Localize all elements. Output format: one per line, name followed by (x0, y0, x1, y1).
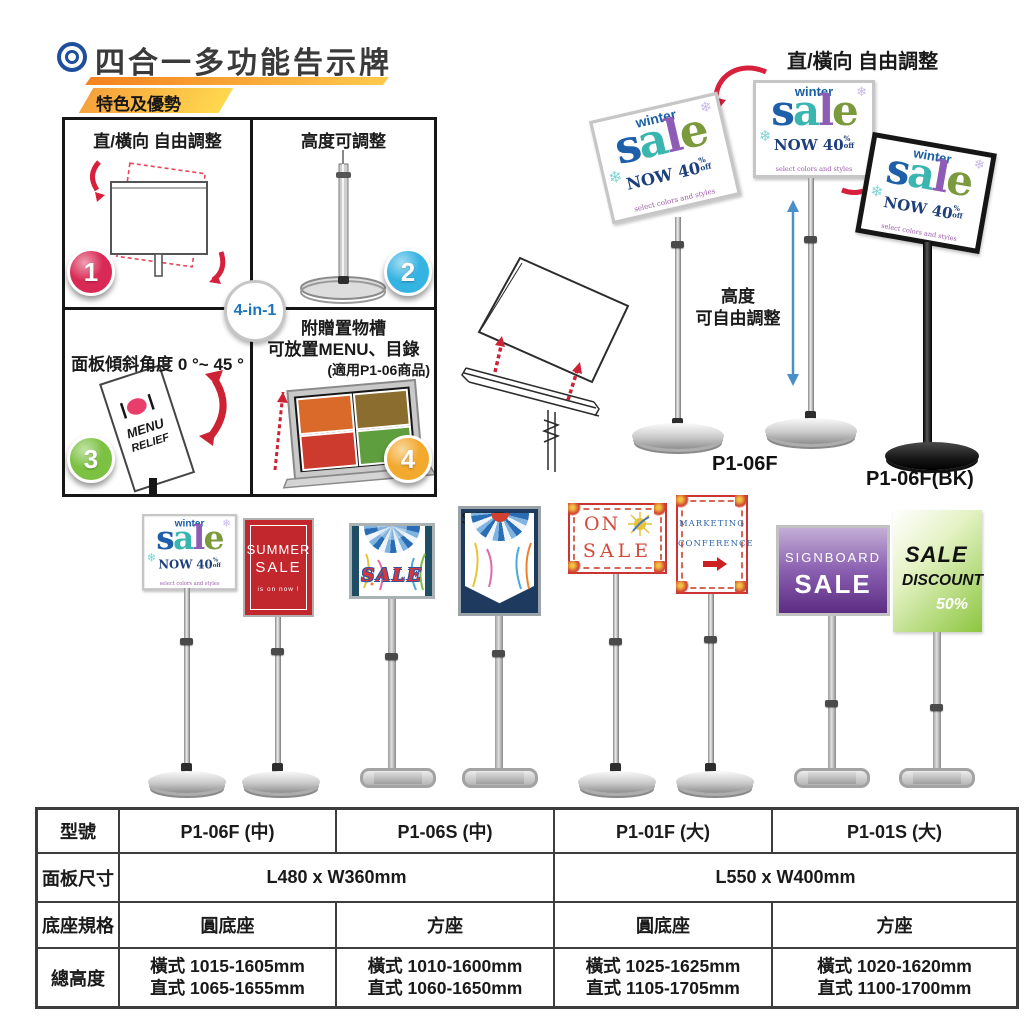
row-label-model: 型號 (38, 810, 120, 854)
orientation-diagram (90, 160, 226, 284)
feature-1-badge: 1 (67, 248, 115, 296)
features-tag: 特色及優勢 (96, 95, 181, 114)
marketing-conference-sign: MARKETING CONFERENCE (676, 495, 753, 594)
height-pole-diagram (300, 150, 386, 304)
round-base (148, 771, 226, 793)
title-underline (85, 77, 389, 85)
stand-pole (675, 217, 681, 427)
feature-2-badge: 2 (384, 248, 432, 296)
spec-cell: P1-06S (中) (337, 810, 555, 854)
row-label-base-spec: 底座規格 (38, 903, 120, 949)
spec-cell: L550 x W400mm (555, 854, 1016, 903)
feature-2-label: 高度可調整 (301, 132, 386, 151)
feature-cell-height: 高度可調整 (253, 120, 434, 310)
spec-table: 型號 P1-06F (中) P1-06S (中) P1-01F (大) P1-0… (35, 807, 1019, 1009)
signboard-sale-sign: SIGNBOARD SALE (776, 525, 890, 616)
spec-cell: L480 x W360mm (120, 854, 555, 903)
stand-p1-06f-tilted: winter sale NOW 40%off select colors and… (588, 91, 760, 485)
summer-sale-sign: SUMMER SALE is on now ! (243, 518, 314, 617)
spec-cell: P1-01F (大) (555, 810, 773, 854)
round-base (632, 423, 724, 449)
feature-cell-tilt: 面板傾斜角度 0 °~ 45 ° MENU RELIEF (65, 310, 253, 494)
row-label-total-height: 總高度 (38, 949, 120, 1006)
round-base (765, 418, 857, 444)
page-title: 四合一多功能告示牌 (95, 47, 392, 80)
spec-cell: P1-06F (中) (120, 810, 337, 854)
square-base (899, 768, 975, 788)
spec-cell: 方座 (773, 903, 1016, 949)
snowflake-icon: ❄ (856, 84, 867, 99)
arrow-right-icon (703, 557, 727, 571)
round-base-black (885, 442, 979, 470)
stand-p1-06f-bk: winter sale NOW 40%off select colors and… (855, 130, 1005, 500)
round-base (578, 771, 656, 793)
height-adjust-arrow-icon (787, 200, 799, 386)
spec-cell: 圓底座 (120, 903, 337, 949)
feature-3-badge: 3 (67, 435, 115, 483)
firework-icon (628, 512, 652, 536)
feature-4-label-line2: 可放置MENU、目錄 (267, 340, 420, 359)
height-clamp (804, 236, 817, 243)
feature-4-label-line1: 附贈置物槽 (301, 319, 386, 338)
title-emblem-icon (57, 42, 87, 72)
stand-pole (808, 178, 814, 420)
sale-banner-sign: SALE (349, 523, 435, 599)
square-base (794, 768, 870, 788)
winter-sale-sign: winter sale NOW 40%off select colors and… (753, 80, 875, 178)
spec-cell: P1-01S (大) (773, 810, 1016, 854)
snowflake-icon: ❄ (759, 128, 772, 145)
spec-cell: 圓底座 (555, 903, 773, 949)
model-label-p1-06f-bk: P1-06F(BK) (866, 468, 974, 490)
height-clamp (671, 241, 684, 248)
on-sale-sign: ON SALE (568, 503, 667, 574)
row-label-panel-size: 面板尺寸 (38, 854, 120, 903)
winter-sale-sign: winter sale NOW 40%off select colors and… (588, 91, 742, 225)
spec-cell: 方座 (337, 903, 555, 949)
snowflake-icon: ❄ (222, 517, 231, 529)
height-adjust-label: 高度 可自由調整 (695, 287, 781, 329)
winter-sale-sign: winter sale NOW 40%off select colors and… (142, 514, 238, 591)
feature-3-label: 面板傾斜角度 0 °~ 45 ° (71, 355, 244, 374)
four-in-one-badge: 4-in-1 (224, 280, 286, 342)
streamers (363, 553, 426, 591)
feature-grid: 直/橫向 自由調整 高度可調整 (62, 117, 437, 497)
square-base (462, 768, 538, 788)
feature-1-label: 直/橫向 自由調整 (93, 132, 222, 151)
feature-4-badge: 4 (384, 435, 432, 483)
feature-cell-orientation: 直/橫向 自由調整 (65, 120, 253, 310)
snowflake-icon: ❄ (146, 551, 157, 565)
stand-p1-06f-upright: winter sale NOW 40%off select colors and… (750, 78, 875, 468)
square-base (360, 768, 436, 788)
round-base (676, 771, 754, 793)
winter-sale-sign: winter sale NOW 40%off select colors and… (855, 131, 997, 255)
round-base (242, 771, 320, 793)
streamers (472, 542, 532, 590)
tray-wireframe-sketch (461, 256, 630, 472)
feature-4-note: (適用P1-06商品) (327, 362, 430, 378)
sale-discount-sign: SALE DISCOUNT 50% (893, 510, 983, 632)
model-label-p1-06f: P1-06F (712, 453, 778, 475)
stand-pole (923, 242, 932, 450)
sale-pennant-sign: SALE (458, 506, 541, 616)
tilt-board-diagram: MENU RELIEF (99, 364, 227, 494)
orientation-adjust-label: 直/橫向 自由調整 (787, 51, 939, 73)
